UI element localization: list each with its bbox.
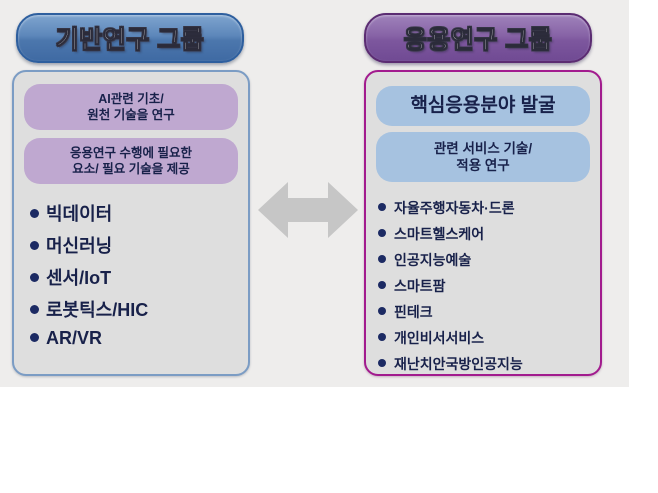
basic-subbox-applied-support: 응용연구 수행에 필요한 요소/ 필요 기술을 제공 (24, 138, 238, 184)
basic-subbox-1-line-2: 원천 기술을 연구 (87, 108, 175, 122)
list-item-label: 자율주행자동차·드론 (394, 200, 515, 216)
list-item: 자율주행자동차·드론 (378, 198, 594, 218)
list-item: 인공지능예술 (378, 250, 594, 270)
list-item-label: 빅데이터 (46, 204, 113, 224)
basic-subbox-foundational-research: AI관련 기초/ 원천 기술을 연구 (24, 84, 238, 130)
basic-subbox-1-line-1: AI관련 기초/ (98, 92, 164, 106)
bullet-dot-icon (378, 255, 386, 263)
bullet-dot-icon (30, 273, 39, 282)
bullet-dot-icon (30, 333, 39, 342)
bullet-dot-icon (30, 305, 39, 314)
bullet-dot-icon (30, 241, 39, 250)
bullet-dot-icon (378, 203, 386, 211)
bullet-dot-icon (378, 359, 386, 367)
applied-subbox-2-line-2: 적용 연구 (456, 158, 510, 173)
list-item-label: 핀테크 (394, 304, 433, 320)
list-item-label: 머신러닝 (46, 236, 113, 256)
list-item-label: 재난치안국방인공지능 (394, 356, 523, 372)
list-item: 빅데이터 (30, 200, 240, 226)
list-item: 머신러닝 (30, 232, 240, 258)
list-item-label: 스마트팜 (394, 278, 446, 294)
bullet-dot-icon (30, 209, 39, 218)
list-item: 핀테크 (378, 302, 594, 322)
list-item: 로봇틱스/HIC (30, 296, 240, 322)
basic-subbox-2-line-2: 요소/ 필요 기술을 제공 (72, 162, 190, 176)
basic-group-panel: AI관련 기초/ 원천 기술을 연구 응용연구 수행에 필요한 요소/ 필요 기… (12, 70, 250, 376)
applied-subbox-2-line-1: 관련 서비스 기술/ (433, 140, 533, 156)
applied-group-title-text: 응용연구 그룹 (403, 26, 553, 55)
list-item: AR/VR (30, 328, 240, 349)
bullet-dot-icon (378, 229, 386, 237)
applied-group-panel: 핵심응용분야 발굴 관련 서비스 기술/ 적용 연구 자율주행자동차·드론 스마… (364, 70, 602, 376)
list-item: 개인비서서비스 (378, 328, 594, 348)
basic-group-technology-list: 빅데이터 머신러닝 센서/IoT 로봇틱스/HIC AR/VR (30, 200, 240, 355)
applied-subbox-1-line-1: 핵심응용분야 발굴 (410, 94, 556, 116)
list-item-label: 스마트헬스케어 (394, 226, 485, 242)
applied-subbox-core-domains: 핵심응용분야 발굴 (376, 86, 590, 126)
list-item-label: 로봇틱스/HIC (46, 300, 149, 320)
bullet-dot-icon (378, 307, 386, 315)
list-item: 센서/IoT (30, 264, 240, 290)
list-item-label: AR/VR (46, 328, 103, 348)
bidirectional-arrow-icon (258, 182, 358, 238)
list-item-label: 개인비서서비스 (394, 330, 485, 346)
applied-group-title-pill: 응용연구 그룹 (364, 13, 592, 63)
list-item: 스마트헬스케어 (378, 224, 594, 244)
list-item-label: 센서/IoT (46, 268, 112, 288)
bullet-dot-icon (378, 333, 386, 341)
basic-group-title-pill: 기반연구 그룹 (16, 13, 244, 63)
basic-subbox-2-line-1: 응용연구 수행에 필요한 (70, 146, 192, 160)
bullet-dot-icon (378, 281, 386, 289)
applied-subbox-service-research: 관련 서비스 기술/ 적용 연구 (376, 132, 590, 182)
applied-group-domain-list: 자율주행자동차·드론 스마트헬스케어 인공지능예술 스마트팜 핀테크 개인비서서… (378, 198, 594, 380)
basic-group-title-text: 기반연구 그룹 (55, 26, 205, 55)
list-item: 스마트팜 (378, 276, 594, 296)
list-item: 재난치안국방인공지능 (378, 354, 594, 374)
list-item-label: 인공지능예술 (394, 252, 472, 268)
